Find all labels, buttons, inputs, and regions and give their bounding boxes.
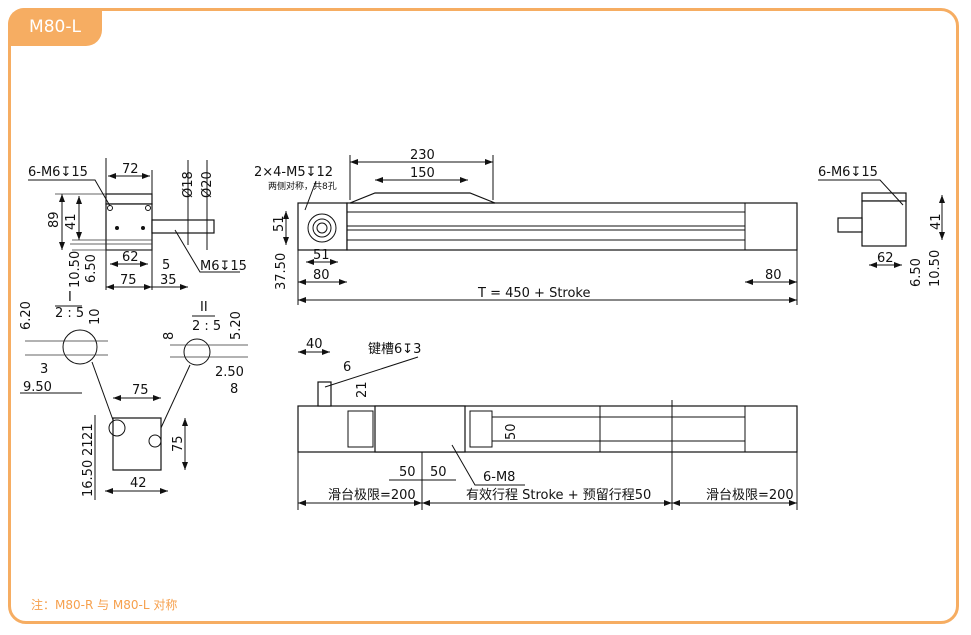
detail-scale: 2 : 5 — [192, 319, 221, 334]
dim-label: 16.50 — [81, 460, 96, 497]
dim-label: 6 — [343, 360, 351, 375]
dim-label: 5.20 — [229, 311, 244, 340]
section-view: 75 75 21 21 16.50 42 — [81, 383, 188, 500]
detail-views: I 2 : 5 6.20 10 3 9.50 II 2 : 5 8 5.20 2… — [19, 290, 248, 431]
dim-label: 42 — [130, 476, 147, 491]
limit-left-label: 滑台极限=200 — [328, 488, 416, 503]
callout-label: 6-M6↧15 — [28, 165, 88, 180]
dim-label: 62 — [877, 251, 894, 266]
dim-label: 35 — [160, 273, 177, 288]
limit-right-label: 滑台极限=200 — [706, 488, 794, 503]
detail-label: I — [68, 290, 72, 305]
stroke-label: 有效行程 Stroke + 预留行程50 — [466, 488, 651, 503]
dim-label: 51 — [272, 215, 287, 232]
detail-label: II — [200, 300, 208, 315]
dim-label: 75 — [171, 435, 186, 452]
top-view: 40 6 21 键槽6↧3 50 50 50 6-M8 滑台极限=200 有效行… — [297, 337, 798, 510]
dim-label: 5 — [162, 258, 170, 273]
keyway-callout: 键槽6↧3 — [368, 342, 421, 357]
dim-label: 50 — [430, 465, 447, 480]
callout-label: 6-M6↧15 — [818, 165, 878, 180]
dim-label: 10 — [88, 308, 103, 325]
dim-label: 3 — [40, 362, 48, 377]
dim-label: 62 — [122, 250, 139, 265]
callout-note: 两侧对称，共8孔 — [268, 180, 337, 192]
dim-label: 10.50 — [68, 251, 83, 288]
dim-label: 21 — [81, 423, 96, 440]
dim-label: 51 — [313, 248, 330, 263]
dim-label: 41 — [64, 213, 79, 230]
detail-scale: 2 : 5 — [55, 306, 84, 321]
dim-label: 9.50 — [23, 380, 52, 395]
dim-label: 6.50 — [84, 254, 99, 283]
dim-label: 21 — [355, 381, 370, 398]
dim-label: 37.50 — [274, 253, 289, 290]
dim-label: 230 — [410, 148, 435, 163]
dim-label: 72 — [122, 162, 139, 177]
total-length-label: T = 450 + Stroke — [477, 286, 591, 301]
dim-label: Ø18 — [181, 171, 196, 198]
dim-label: 41 — [929, 213, 944, 230]
footer-note: 注：M80-R 与 M80-L 对称 — [31, 598, 178, 612]
callout-label: M6↧15 — [200, 259, 247, 274]
dim-label: 75 — [120, 273, 137, 288]
dim-label: 50 — [504, 423, 519, 440]
dim-label: Ø20 — [200, 171, 215, 198]
end-view-left: 72 89 41 10.50 6.50 62 75 35 5 Ø18 Ø20 6… — [28, 158, 247, 290]
dim-label: 150 — [410, 166, 435, 181]
side-view: 230 150 2×4-M5↧12 两侧对称，共8孔 51 37.50 51 8… — [254, 148, 798, 305]
drawing-frame — [8, 8, 959, 624]
model-title: M80-L — [8, 8, 102, 46]
dim-label: 2.50 — [215, 365, 244, 380]
dim-label: 75 — [132, 383, 149, 398]
dim-label: 80 — [313, 268, 330, 283]
end-view-right: 6-M6↧15 62 41 6.50 10.50 — [818, 165, 945, 287]
callout-label: 6-M8 — [483, 470, 515, 485]
dim-label: 21 — [81, 439, 96, 456]
callout-label: 2×4-M5↧12 — [254, 165, 333, 180]
dim-label: 6.50 — [909, 258, 924, 287]
dim-label: 89 — [47, 211, 62, 228]
dim-label: 40 — [306, 337, 323, 352]
dim-label: 6.20 — [19, 301, 34, 330]
dim-label: 50 — [399, 465, 416, 480]
dim-label: 10.50 — [928, 250, 943, 287]
dim-label: 8 — [230, 382, 238, 397]
dim-label: 80 — [765, 268, 782, 283]
dim-label: 8 — [162, 332, 177, 340]
